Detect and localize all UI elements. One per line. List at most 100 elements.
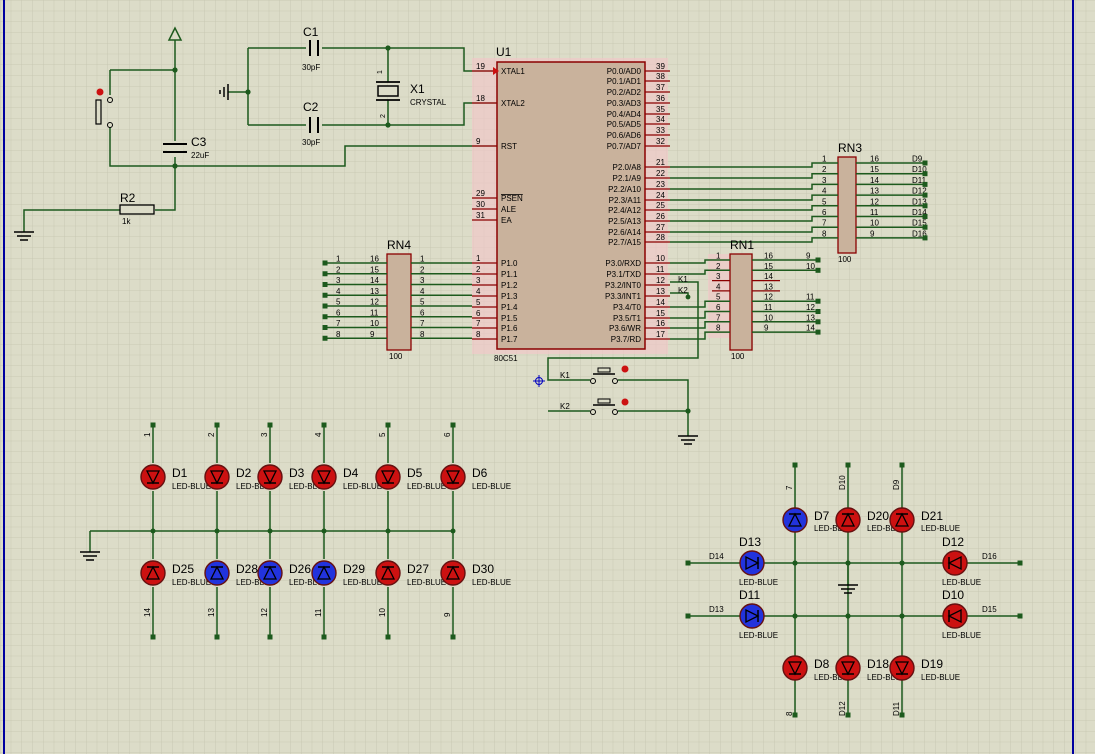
chip-pin-name: P2.2/A10 [608, 185, 641, 194]
net-terminal [922, 192, 928, 198]
rn1-pin-left: 5 [716, 293, 721, 302]
chip-pin-number: 28 [656, 233, 665, 242]
chip-pin-name: P2.5/A13 [608, 217, 641, 226]
x1-ref: X1 [410, 82, 425, 96]
rn4-value: 100 [389, 352, 403, 361]
led-value: LED-BLUE [921, 524, 960, 533]
mcu-u1: U1 80C51 19XTAL118XTAL29RST29PSEN30ALE31… [472, 45, 670, 363]
led-body [140, 560, 166, 586]
ground-symbol-matrix-right [838, 584, 858, 594]
wire [670, 183, 838, 190]
rn3-pin-right: 12 [870, 197, 879, 206]
rn3-pin-right: 14 [870, 176, 879, 185]
rn4-pin-outer: 5 [336, 298, 341, 307]
rn3-pin-left: 5 [822, 197, 827, 206]
net-terminal [322, 325, 328, 330]
c1-ref: C1 [303, 25, 319, 39]
net-terminal [322, 314, 328, 320]
chip-pin-number: 4 [476, 287, 481, 296]
chip-ref: U1 [496, 45, 512, 59]
net-terminal [1017, 560, 1023, 566]
chip-pin-name: P0.5/AD5 [607, 120, 642, 129]
rn1-pin-left: 8 [716, 324, 721, 333]
rn4-pin-right: 5 [420, 298, 425, 307]
diode-symbol-icon [745, 555, 760, 571]
rn3-pin-right: 10 [870, 219, 879, 228]
wire [670, 331, 730, 340]
chip-pin-number: 35 [656, 105, 665, 114]
led-value: LED-BLUE [236, 578, 275, 587]
diode-symbol-icon [209, 565, 225, 580]
chip-pin-name: P0.3/AD3 [607, 99, 642, 108]
net-label-k1: K1 [678, 275, 688, 284]
chip-pin-name: P1.7 [501, 335, 518, 344]
rn1-ref: RN1 [730, 238, 754, 252]
c1-value: 30pF [302, 63, 320, 72]
rn1-net-label: 13 [806, 313, 815, 322]
key-k1[interactable]: K1 [560, 365, 629, 384]
rn4-pin-outer: 2 [336, 265, 341, 274]
column-net-label: 10 [378, 608, 387, 617]
rn1-pin-left: 1 [716, 252, 721, 261]
chip-pin-number: 33 [656, 126, 665, 135]
reset-switch[interactable] [95, 88, 113, 128]
rn4-pin-left: 15 [370, 265, 379, 274]
led-body [140, 464, 166, 490]
rn1-pin-right: 15 [764, 262, 773, 271]
ground-symbol-matrix-left [80, 551, 100, 561]
net-terminal [922, 171, 928, 177]
rn3-net-label: D14 [912, 208, 927, 217]
rn3-net-label: D16 [912, 229, 927, 238]
net-terminal [450, 422, 456, 428]
net-terminal [922, 224, 928, 230]
net-label: D14 [709, 552, 724, 561]
rn3-pin-right: 16 [870, 155, 879, 164]
chip-pin-number: 13 [656, 287, 665, 296]
chip-pin-number: 1 [476, 254, 481, 263]
net-terminal [685, 613, 691, 619]
led-ref: D1 [172, 466, 188, 480]
rn3-pin-left: 1 [822, 155, 827, 164]
key-k2[interactable]: K2 [560, 398, 629, 415]
rn4-pin-left: 10 [370, 319, 379, 328]
led-ref: D27 [407, 562, 429, 576]
rn4-pin-outer: 8 [336, 330, 341, 339]
net-terminal [922, 181, 928, 187]
rn1-net-label: 12 [806, 303, 815, 312]
rn1-pin-right: 12 [764, 293, 773, 302]
led-ref: D3 [289, 466, 305, 480]
net-terminal [321, 422, 327, 428]
net-terminal [214, 422, 220, 428]
net-terminal [815, 329, 821, 335]
led-ref: D4 [343, 466, 359, 480]
net-terminal [267, 422, 273, 428]
chip-pin-number: 22 [656, 169, 665, 178]
net-terminal [815, 319, 821, 325]
net-terminal [792, 712, 798, 718]
rn1-net-label: 10 [806, 262, 815, 271]
net-terminal [899, 712, 905, 718]
wire [670, 321, 730, 329]
rn4-pin-left: 16 [370, 255, 379, 264]
net-terminal [322, 282, 328, 287]
chip-pin-number: 17 [656, 330, 665, 339]
wire [670, 172, 838, 179]
column-net-label: 9 [443, 612, 452, 617]
led-body [739, 603, 765, 629]
rn3-pin-right: 9 [870, 229, 875, 238]
chip-pin-name: P2.1/A9 [613, 174, 642, 183]
column-net-label: 1 [143, 432, 152, 437]
rn3-pin-left: 3 [822, 176, 827, 185]
rn4-pin-left: 9 [370, 330, 375, 339]
rn4-ref: RN4 [387, 238, 411, 252]
